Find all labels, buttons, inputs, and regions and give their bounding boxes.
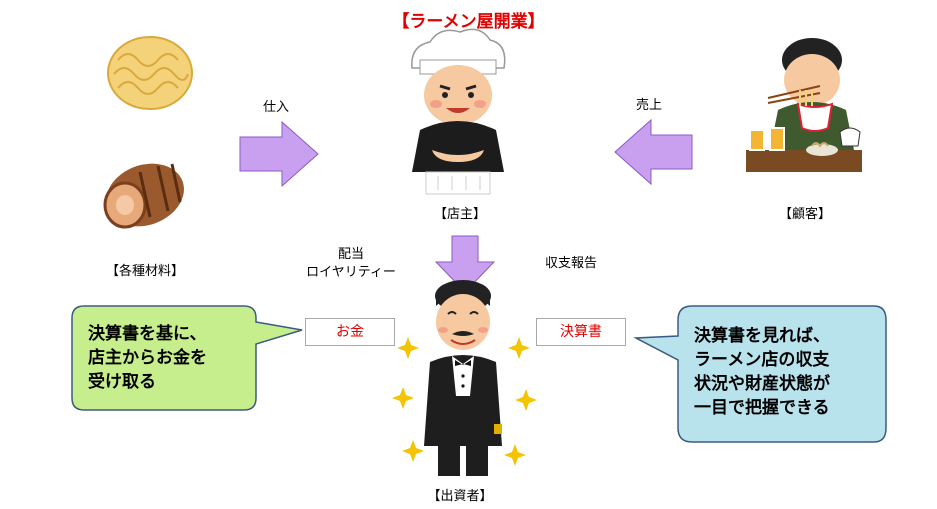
sales-arrow xyxy=(614,118,693,186)
left-speech-bubble xyxy=(71,305,303,411)
noodles-illustration xyxy=(107,36,193,110)
customer-label: 【顧客】 xyxy=(778,207,831,222)
money-box: お金 xyxy=(305,318,395,346)
right-bubble-line: ラーメン店の収支 xyxy=(694,350,830,370)
statement-box: 決算書 xyxy=(536,318,626,346)
right-bubble-line: 一目で把握できる xyxy=(694,398,830,418)
left-bubble-text: 決算書を基に、 店主からお金を 受け取る xyxy=(88,322,258,394)
purchase-arrow xyxy=(239,120,319,188)
right-bubble-line: 状況や財産状態が xyxy=(694,374,830,394)
sales-label: 売上 xyxy=(636,98,663,113)
customer-illustration xyxy=(746,38,862,172)
dividend-label-line1: 配当 xyxy=(337,247,364,262)
payment-down-arrow xyxy=(434,235,496,293)
report-label: 収支報告 xyxy=(545,256,598,271)
left-bubble-line: 店主からお金を xyxy=(88,348,207,368)
purchase-label: 仕入 xyxy=(263,100,290,115)
dividend-label-line2: ロイヤリティー xyxy=(306,265,396,280)
right-bubble-line: 決算書を見れば、 xyxy=(694,326,830,346)
chashu-pork-illustration xyxy=(103,163,184,229)
investor-label: 【出資者】 xyxy=(427,489,493,504)
investor-illustration xyxy=(424,280,502,476)
owner-label: 【店主】 xyxy=(433,207,486,222)
left-bubble-line: 受け取る xyxy=(88,372,156,392)
materials-label: 【各種材料】 xyxy=(105,264,184,279)
left-bubble-line: 決算書を基に、 xyxy=(88,324,207,344)
sparkle-icons xyxy=(392,337,537,466)
diagram-title: 【ラーメン屋開業】 xyxy=(392,12,545,32)
owner-chef-illustration xyxy=(411,28,506,195)
right-speech-bubble xyxy=(633,305,887,443)
right-bubble-text: 決算書を見れば、 ラーメン店の収支 状況や財産状態が 一目で把握できる xyxy=(694,324,884,420)
